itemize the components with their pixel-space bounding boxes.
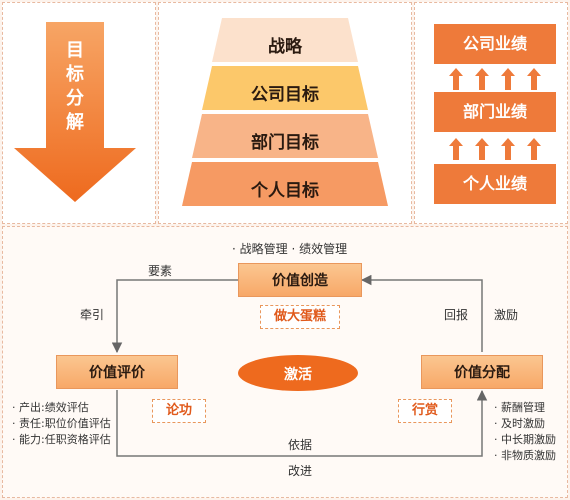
up-arrow-icon — [475, 138, 489, 160]
value-evaluation-note: · 产出:绩效评估 — [12, 401, 89, 414]
value-distribution-note: · 及时激励 — [494, 417, 545, 430]
edge-label-incentive: 激励 — [494, 308, 519, 322]
value-distribution-note: · 薪酬管理 — [494, 401, 545, 414]
arrow-text-char: 分 — [66, 88, 84, 109]
value-distribution-note: · 中长期激励 — [494, 433, 556, 446]
value-distribution-box: 价值分配 — [421, 355, 543, 389]
arrow-text-char: 目 — [66, 40, 84, 61]
value-evaluation-note: · 责任:职位价值评估 — [12, 417, 111, 430]
merit-tag: 论功 — [152, 399, 206, 423]
individual-performance-box: 个人业绩 — [434, 164, 556, 204]
goal-pyramid — [182, 18, 388, 206]
up-arrow-icon — [501, 138, 515, 160]
pyramid-level-individual-goal: 个人目标 — [251, 181, 319, 201]
activate-label: 激活 — [284, 367, 312, 383]
edge-label-basis: 依据 — [288, 438, 313, 452]
value-evaluation-note: · 能力:任职资格评估 — [12, 433, 111, 446]
company-performance-box: 公司业绩 — [434, 24, 556, 64]
edge-label-elements: 要素 — [148, 264, 173, 278]
connector-creation-to-evaluation — [111, 279, 238, 354]
up-arrow-icon — [449, 138, 463, 160]
reward-tag: 行赏 — [398, 399, 452, 423]
edge-label-return: 回报 — [444, 308, 469, 322]
down-arrow-icon — [14, 22, 136, 202]
value-evaluation-box: 价值评价 — [56, 355, 178, 389]
value-distribution-note: · 非物质激励 — [494, 449, 556, 462]
edge-label-traction: 牵引 — [80, 308, 105, 322]
pyramid-level-department-goal: 部门目标 — [251, 133, 319, 153]
pyramid-level-shape — [212, 18, 358, 62]
up-arrow-icon — [449, 68, 463, 90]
up-arrow-icon — [527, 138, 541, 160]
pyramid-level-company-goal: 公司目标 — [251, 85, 319, 105]
value-creation-notes: · 战略管理 · 绩效管理 — [232, 242, 348, 256]
edge-label-improve: 改进 — [288, 464, 313, 478]
bigger-cake-tag: 做大蛋糕 — [260, 305, 340, 329]
pyramid-level-shape — [202, 66, 368, 110]
pyramid-level-strategy: 战略 — [268, 37, 302, 57]
up-arrow-icon — [527, 68, 541, 90]
up-arrow-icon — [501, 68, 515, 90]
up-arrow-icon — [475, 68, 489, 90]
pyramid-level-shape — [182, 162, 388, 206]
department-performance-box: 部门业绩 — [434, 92, 556, 132]
arrow-text-char: 解 — [66, 112, 84, 133]
activate-ellipse — [238, 355, 358, 391]
arrow-text-char: 标 — [66, 64, 84, 85]
pyramid-level-shape — [192, 114, 378, 158]
connector-distribution-to-creation — [360, 274, 483, 352]
up-arrows — [449, 68, 541, 160]
connector-evaluation-to-distribution — [116, 389, 488, 457]
value-creation-box: 价值创造 — [238, 263, 362, 297]
